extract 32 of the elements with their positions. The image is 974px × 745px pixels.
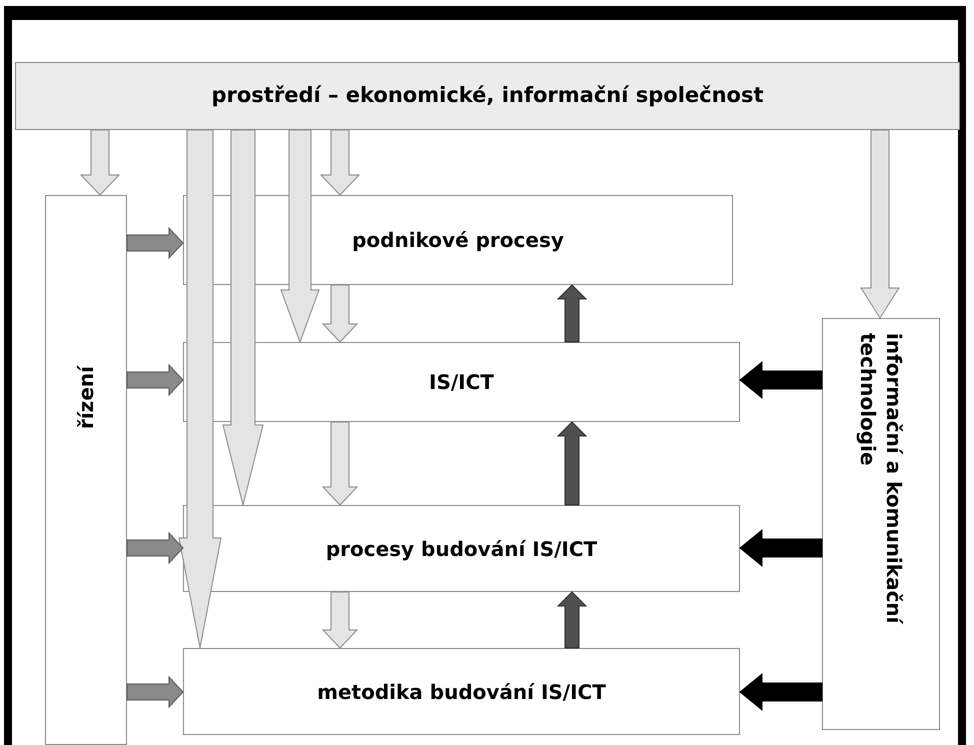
block-arrow xyxy=(320,130,360,196)
process-box xyxy=(183,342,740,422)
box-label: prostředí – ekonomické, informační společnost xyxy=(211,82,764,110)
process-box xyxy=(183,648,740,735)
block-arrow xyxy=(178,130,222,648)
block-arrow xyxy=(280,130,320,344)
box-label: procesy budování IS/ICT xyxy=(326,536,598,562)
block-arrow xyxy=(860,130,900,319)
block-arrow xyxy=(739,360,822,400)
box-label: řízení xyxy=(73,366,99,430)
block-arrow xyxy=(126,364,184,396)
block-arrow xyxy=(322,284,358,343)
box-label: metodika budování IS/ICT xyxy=(317,678,606,706)
process-box xyxy=(822,318,940,730)
block-arrow xyxy=(126,532,184,564)
block-arrow xyxy=(222,130,264,506)
block-arrow xyxy=(739,672,822,712)
process-box xyxy=(183,505,740,592)
block-arrow xyxy=(126,226,184,260)
block-arrow xyxy=(556,284,588,342)
block-arrow xyxy=(80,130,120,196)
box-label: podnikové procesy xyxy=(352,227,564,254)
environment-band xyxy=(15,62,960,130)
block-arrow xyxy=(126,676,184,708)
block-arrow xyxy=(556,591,588,648)
block-arrow xyxy=(322,592,358,649)
process-box xyxy=(45,195,127,745)
block-arrow xyxy=(739,528,822,568)
block-arrow xyxy=(322,422,358,506)
box-label: IS/ICT xyxy=(429,369,494,396)
block-arrow xyxy=(556,421,588,506)
box-label: informační a komunikační technologie xyxy=(855,333,907,626)
